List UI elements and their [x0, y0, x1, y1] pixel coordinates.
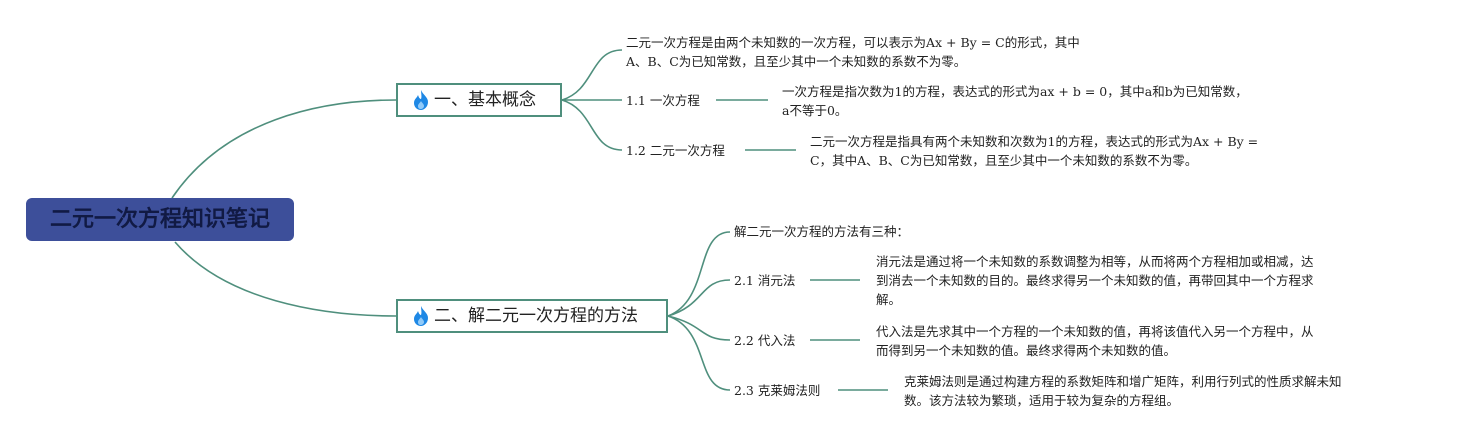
topic-2-2-desc: 代入法是先求其中一个方程的一个未知数的值，再将该值代入另一个方程中，从 而得到另… [876, 324, 1314, 358]
link-b1-intro [561, 49, 623, 101]
link-root-branch-1 [171, 99, 397, 199]
topic-1-2-label[interactable]: 1.2 二元一次方程 [626, 143, 725, 158]
topic-2-3-label[interactable]: 2.3 克莱姆法则 [734, 383, 821, 398]
link-b2-item3 [667, 315, 731, 391]
topic-1-2-desc: 二元一次方程是指具有两个未知数和次数为1的方程，表达式的形式为Ax + By =… [810, 134, 1259, 168]
link-b2-item2 [667, 315, 731, 341]
link-root-branch-2 [174, 241, 397, 317]
flame-icon [414, 90, 428, 110]
branch-1-intro: 二元一次方程是由两个未知数的一次方程，可以表示为Ax + By = C的形式，其… [626, 35, 1080, 69]
topic-2-1-label[interactable]: 2.1 消元法 [734, 273, 796, 288]
link-b2-item1 [667, 279, 731, 317]
root-label: 二元一次方程知识笔记 [49, 207, 270, 232]
topic-1-1-label[interactable]: 1.1 一次方程 [626, 93, 700, 108]
topic-2-3-desc: 克莱姆法则是通过构建方程的系数矩阵和增广矩阵，利用行列式的性质求解未知 数。该方… [904, 374, 1342, 408]
link-b1-item2 [561, 99, 623, 151]
topic-2-2-label[interactable]: 2.2 代入法 [734, 333, 796, 348]
branch-node-solving-methods[interactable]: 二、解二元一次方程的方法 [396, 299, 668, 333]
topic-2-1-desc: 消元法是通过将一个未知数的系数调整为相等，从而将两个方程相加或相减，达 到消去一… [876, 254, 1314, 307]
flame-icon [414, 306, 428, 326]
root-node[interactable]: 二元一次方程知识笔记 [26, 198, 294, 241]
branch-label: 二、解二元一次方程的方法 [434, 306, 638, 326]
branch-label: 一、基本概念 [434, 90, 536, 110]
topic-1-1-desc: 一次方程是指次数为1的方程，表达式的形式为ax + b = 0，其中a和b为已知… [782, 84, 1248, 118]
link-b2-intro [667, 231, 731, 317]
branch-2-intro: 解二元一次方程的方法有三种： [734, 224, 910, 239]
branch-node-basic-concepts[interactable]: 一、基本概念 [396, 83, 562, 117]
